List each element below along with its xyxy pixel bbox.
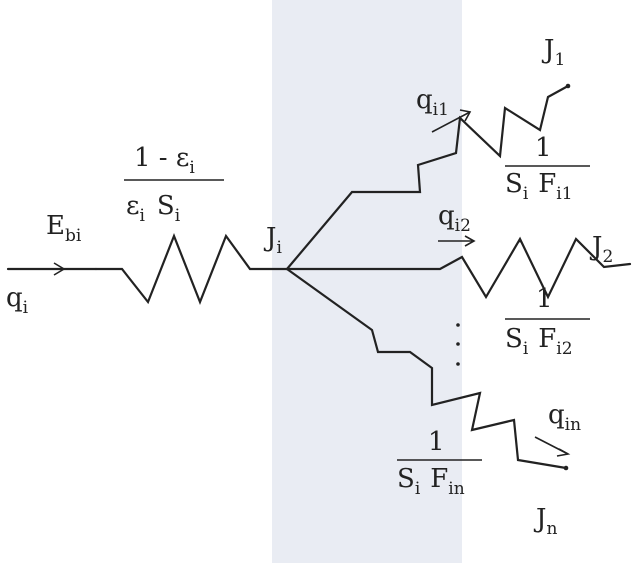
- svg-text:1: 1: [536, 284, 553, 314]
- branch-2: [285, 235, 632, 300]
- j2-label: J2: [589, 232, 613, 267]
- branch-1: [285, 83, 571, 271]
- qn-label: qin: [548, 400, 581, 435]
- j1-label: J1: [541, 35, 565, 70]
- svg-text:1: 1: [535, 133, 552, 163]
- continuation-dots: [456, 239, 522, 366]
- svg-text:1: 1: [428, 427, 445, 457]
- svg-text:1 - εi: 1 - εi: [134, 143, 195, 178]
- q2-label: qi2: [438, 201, 471, 236]
- jn-label: Jn: [533, 504, 557, 539]
- j-center-label: Ji: [263, 223, 282, 258]
- branch-n: [285, 267, 571, 471]
- q-in-label: qi: [6, 283, 29, 318]
- eb-label: Ebi: [46, 211, 82, 246]
- q1-label: qi1: [416, 85, 449, 120]
- input-wire: [6, 232, 289, 306]
